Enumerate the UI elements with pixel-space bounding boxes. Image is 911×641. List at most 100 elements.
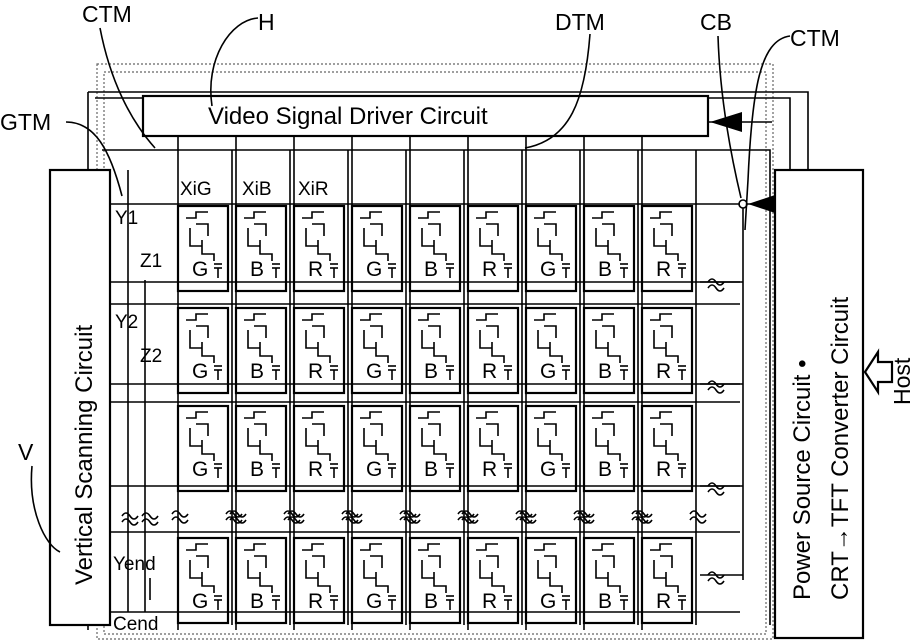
drive-transistor [422, 428, 434, 446]
switch-transistor [186, 544, 208, 550]
pixel-color-label: G [192, 258, 208, 281]
column-break [690, 511, 706, 517]
callout-gtm: GTM [0, 109, 51, 135]
pixel-cell: B [584, 406, 634, 491]
pixel-color-label: R [656, 258, 671, 281]
pixel-color-label: R [656, 360, 671, 383]
pixel-color-label: G [192, 360, 208, 383]
pixel-color-label: G [540, 458, 556, 481]
pixel-color-label: R [482, 458, 497, 481]
pixel-cell: R [294, 206, 344, 291]
pixel-cell: R [642, 206, 692, 291]
transistor-drain [544, 224, 556, 236]
pixel-cell: R [642, 406, 692, 491]
transistor-drain [602, 326, 614, 338]
transistor-drain [602, 224, 614, 236]
pixel-color-label: B [598, 590, 612, 613]
video-driver-label: Video Signal Driver Circuit [208, 103, 488, 130]
transistor-drain [544, 326, 556, 338]
pixel-cell: B [410, 308, 460, 393]
pixel-color-label: B [598, 360, 612, 383]
switch-transistor [186, 212, 208, 218]
switch-transistor [360, 314, 382, 320]
transistor-drain [428, 556, 440, 568]
row-label-z2: Z2 [140, 346, 162, 367]
pixel-color-label: B [250, 458, 264, 481]
switch-transistor [592, 544, 614, 550]
column-label-xig: XiG [180, 179, 212, 200]
pixel-cell: R [294, 406, 344, 491]
switch-transistor [592, 314, 614, 320]
drive-transistor [538, 560, 550, 578]
switch-transistor [650, 544, 672, 550]
pixel-cell: R [468, 206, 518, 291]
switch-transistor [650, 212, 672, 218]
pixel-color-label: G [540, 590, 556, 613]
drive-transistor [306, 228, 318, 246]
drive-transistor [190, 428, 202, 446]
pixel-cell: B [236, 206, 286, 291]
transistor-drain [312, 556, 324, 568]
pixel-cell: G [352, 406, 402, 491]
transistor-drain [312, 424, 324, 436]
pixel-color-label: B [424, 590, 438, 613]
transistor-drain [254, 224, 266, 236]
drive-transistor [190, 228, 202, 246]
pixel-cell: B [584, 206, 634, 291]
switch-transistor [476, 412, 498, 418]
pixel-color-label: G [192, 458, 208, 481]
transistor-drain [486, 424, 498, 436]
drive-transistor [248, 228, 260, 246]
pixel-color-label: G [366, 258, 382, 281]
drive-transistor [654, 330, 666, 348]
column-break [172, 517, 188, 523]
drive-transistor [480, 428, 492, 446]
pixel-color-label: B [424, 360, 438, 383]
pixel-cell: G [178, 538, 228, 623]
drive-transistor [596, 228, 608, 246]
transistor-drain [312, 326, 324, 338]
row-label-cend: Cend [113, 614, 158, 635]
transistor-drain [428, 424, 440, 436]
power-source-label-line1: Power Source Circuit • [789, 360, 816, 600]
drive-transistor [480, 560, 492, 578]
callout-ctm-right: CTM [790, 25, 840, 51]
pixel-color-label: G [540, 360, 556, 383]
pixel-color-label: R [482, 590, 497, 613]
row-lines [110, 170, 743, 612]
drive-transistor [538, 228, 550, 246]
drive-transistor [654, 560, 666, 578]
column-label-xir: XiR [298, 179, 329, 200]
switch-transistor [418, 212, 440, 218]
power-line-break [708, 489, 724, 495]
switch-transistor [186, 314, 208, 320]
pixel-cell: G [352, 308, 402, 393]
drive-transistor [538, 428, 550, 446]
drive-transistor [306, 330, 318, 348]
switch-transistor [244, 212, 266, 218]
switch-transistor [302, 544, 324, 550]
switch-transistor [302, 314, 324, 320]
drive-transistor [480, 330, 492, 348]
bus-break [122, 513, 138, 519]
transistor-drain [544, 424, 556, 436]
switch-transistor [534, 544, 556, 550]
switch-transistor [302, 412, 324, 418]
switch-transistor [534, 212, 556, 218]
host-arrow [865, 352, 892, 392]
transistor-drain [312, 224, 324, 236]
drive-transistor [364, 428, 376, 446]
switch-transistor [186, 412, 208, 418]
pixel-cell: R [468, 308, 518, 393]
pixel-cell: R [294, 538, 344, 623]
switch-transistor [360, 212, 382, 218]
row-label-z1: Z1 [140, 251, 162, 272]
transistor-drain [370, 424, 382, 436]
cb-input-arrowhead [748, 195, 775, 213]
drive-transistor [654, 228, 666, 246]
pixel-cell: B [410, 538, 460, 623]
drive-transistor [248, 428, 260, 446]
drive-transistor [596, 330, 608, 348]
pixel-color-label: R [308, 258, 323, 281]
